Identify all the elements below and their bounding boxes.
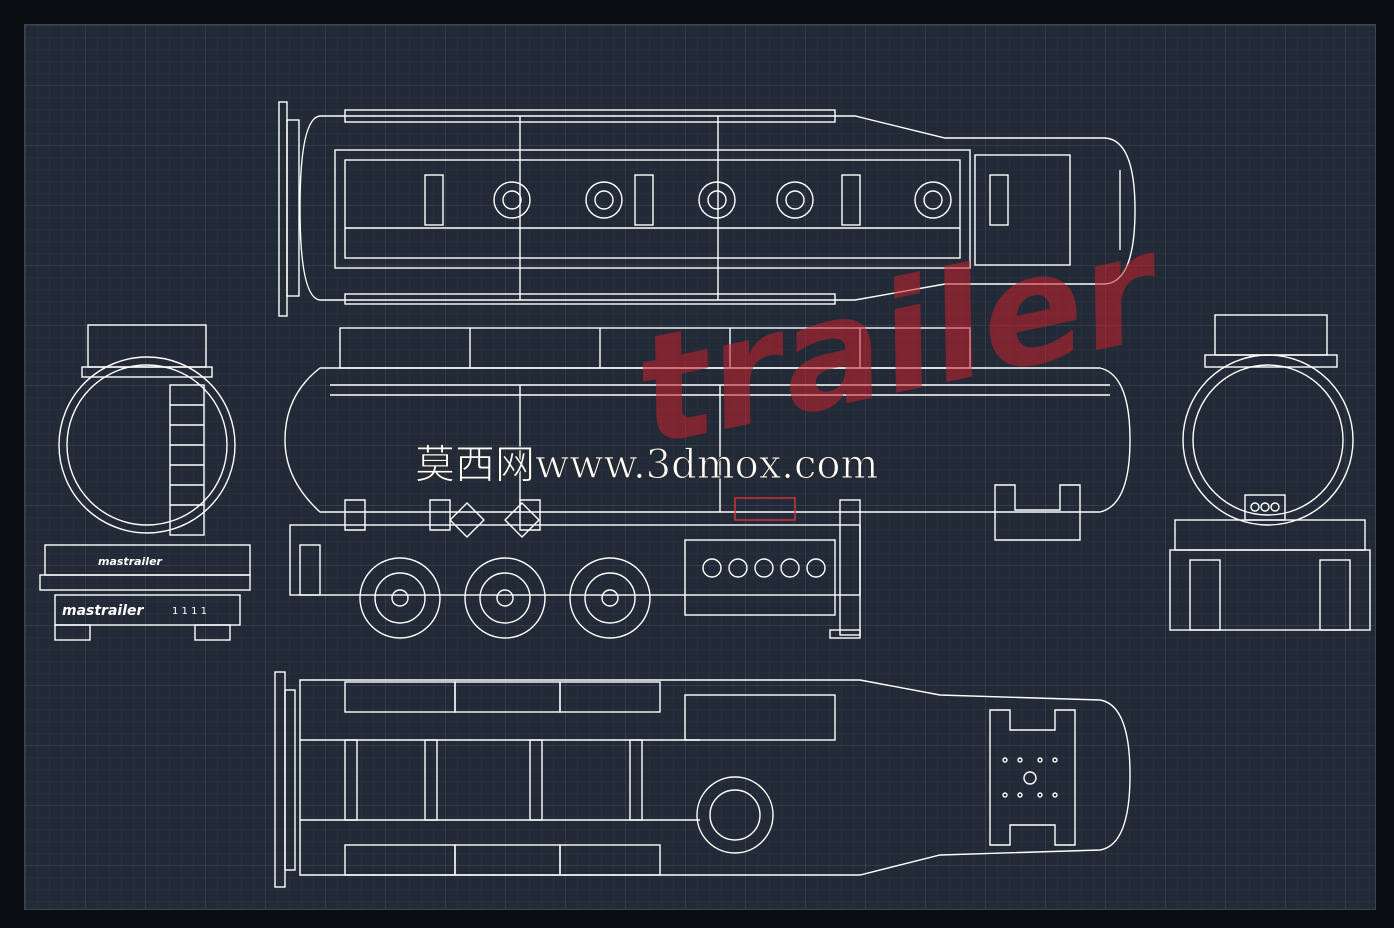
bottom-view[interactable] <box>274 671 1131 888</box>
site-watermark: 莫西网www.3dmox.com <box>415 442 878 488</box>
rear-plate-brand: mastrailer <box>62 603 145 619</box>
top-manholes <box>493 181 952 219</box>
rear-badge-brand: mastrailer <box>98 555 163 568</box>
brand-watermark: trailer <box>621 199 1179 480</box>
top-view[interactable] <box>278 101 1136 317</box>
side-wheels <box>359 557 651 639</box>
front-view[interactable]: mastrailer mastrailer 1 1 1 1 <box>39 324 251 641</box>
cad-drawing-canvas[interactable] <box>24 24 1376 910</box>
rear-plate-number: 1 1 1 1 <box>172 606 207 617</box>
side-view[interactable] <box>284 327 1131 639</box>
valve-panel <box>684 539 836 616</box>
rear-view[interactable] <box>1169 314 1371 631</box>
